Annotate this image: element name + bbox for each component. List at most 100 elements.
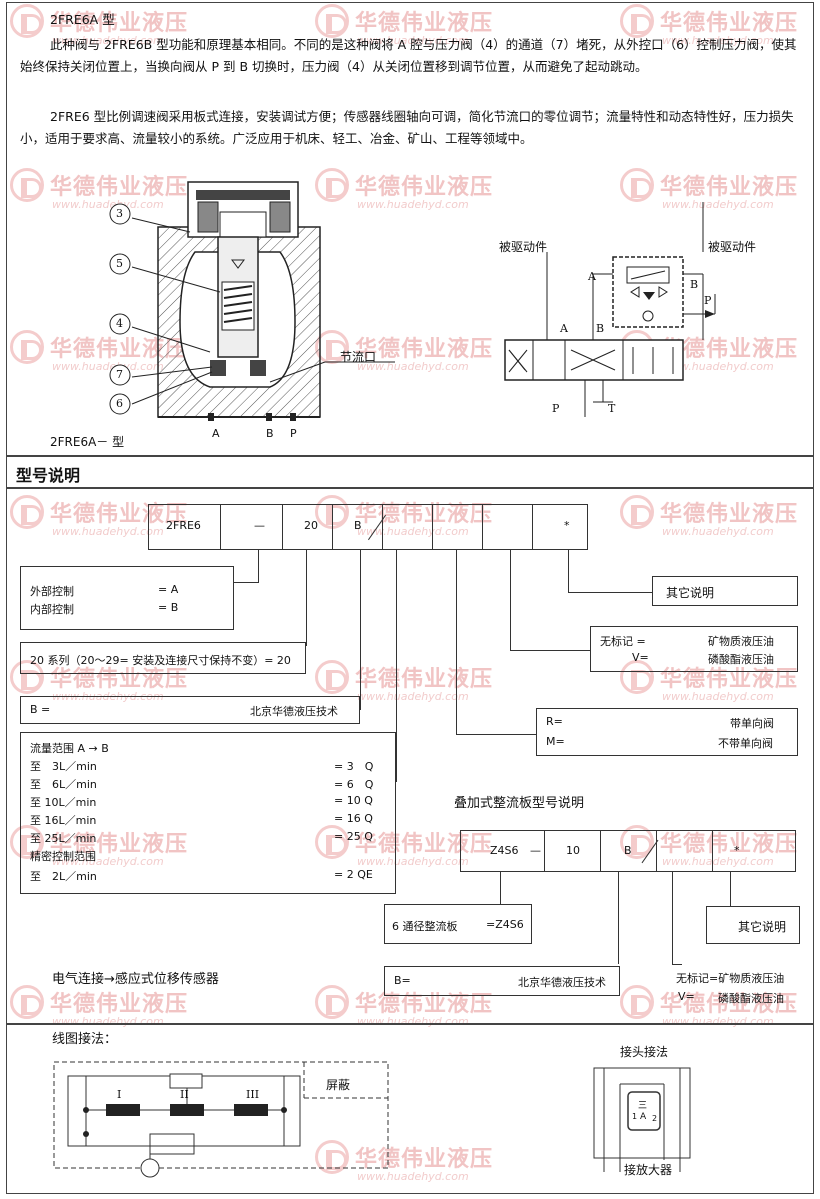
port-b-label: B — [266, 427, 274, 440]
flow-row-2-label: 至 6L／min — [30, 778, 97, 791]
control-external-code: = A — [158, 583, 179, 596]
model-code-dash: — — [254, 519, 265, 532]
driven-right-label: 被驱动件 — [708, 240, 757, 254]
flow-row-1-code: = 3 Q — [334, 760, 374, 773]
control-box — [20, 566, 234, 630]
model-code-other: * — [564, 519, 570, 532]
plate-size-code: =Z4S6 — [486, 918, 524, 931]
connector-title: 接头接法 — [620, 1045, 669, 1059]
model-section-header: 型号说明 — [16, 466, 81, 485]
plate-other-box — [706, 906, 800, 944]
plate-brand-name: 北京华德液压技术 — [518, 976, 606, 989]
other-text: 其它说明 — [666, 586, 715, 600]
plate-code-size: 10 — [566, 844, 580, 857]
wiring-coil-2: II — [180, 1088, 189, 1101]
control-external-label: 外部控制 — [30, 585, 74, 598]
control-internal-code: = B — [158, 601, 179, 614]
wiring-coil-1: I — [117, 1088, 122, 1101]
callout-6: 6 — [116, 397, 123, 410]
intro-frame — [6, 2, 814, 456]
symbol-port-p-top: P — [704, 294, 712, 307]
flow-box — [20, 732, 396, 894]
amplifier-label: 接放大器 — [622, 1160, 675, 1180]
flow-row-1-label: 至 3L／min — [30, 760, 97, 773]
model-header-frame — [6, 456, 814, 488]
driven-left-label: 被驱动件 — [499, 240, 548, 254]
flow-row-4-code: = 16 Q — [334, 812, 373, 825]
wiring-title: 线图接法： — [52, 1032, 118, 1047]
model-frame — [6, 488, 814, 1024]
flow-precise-title: 精密控制范围 — [30, 850, 96, 863]
drawing-caption: 2FRE6A－ 型 — [50, 435, 125, 449]
callout-4: 4 — [116, 317, 123, 330]
callout-7: 7 — [116, 368, 123, 381]
fluid-v-key: V= — [632, 651, 649, 664]
flow-row-5-label: 至 25L／min — [30, 832, 97, 845]
symbol-port-b-valve: B — [596, 322, 605, 335]
series-box — [20, 642, 306, 674]
flow-row-3-code: = 10 Q — [334, 794, 373, 807]
flow-precise-label: 至 2L／min — [30, 870, 97, 883]
plate-code-brand: B — [624, 844, 632, 857]
plate-code-other: * — [734, 844, 740, 857]
brand-name: 北京华德液压技术 — [250, 705, 338, 718]
throttle-label: 节流口 — [340, 350, 377, 364]
flow-row-4-label: 至 16L／min — [30, 814, 97, 827]
electric-connection-label: 电气连接→感应式位移传感器 — [52, 972, 219, 987]
connector-diagram — [593, 1067, 691, 1172]
plate-size-box — [384, 904, 532, 944]
connector-pin-1: 1 — [632, 1112, 638, 1121]
model-code-series: 20 — [304, 519, 318, 532]
callout-5: 5 — [116, 257, 123, 270]
check-r-key: R= — [546, 715, 563, 728]
fluid-none-val: 矿物质液压油 — [708, 635, 774, 648]
port-p-label: P — [290, 427, 297, 440]
check-r-val: 带单向阀 — [730, 717, 774, 730]
symbol-port-t-bottom: T — [608, 402, 616, 415]
fluid-v-val: 磷酸酯液压油 — [708, 653, 774, 666]
check-box — [536, 708, 798, 756]
plate-brand-code: B= — [394, 974, 411, 987]
flow-row-2-code: = 6 Q — [334, 778, 374, 791]
symbol-port-a-top: A — [588, 270, 596, 283]
flow-precise-code: = 2 QE — [334, 868, 373, 881]
callout-3: 3 — [116, 207, 123, 220]
plate-code-bar — [460, 830, 796, 872]
wiring-diagram — [53, 1061, 389, 1178]
model-code-base: 2FRE6 — [166, 519, 201, 532]
other-box — [652, 576, 798, 606]
plate-code-dash: — — [530, 844, 541, 857]
intro-title: 2FRE6A 型 — [50, 12, 115, 27]
plate-brand-box — [384, 966, 620, 996]
plate-title: 叠加式整流板型号说明 — [454, 796, 585, 811]
flow-row-5-code: = 25 Q — [334, 830, 373, 843]
connector-pin-a: A — [640, 1112, 647, 1122]
series-text: 20 系列（20～29= 安装及连接尺寸保持不变）= 20 — [30, 654, 291, 667]
valve-section-drawing — [109, 181, 395, 421]
plate-fluid-1: 无标记=矿物质液压油 — [676, 972, 785, 985]
flow-row-3-label: 至 10L／min — [30, 796, 97, 809]
brand-box — [20, 696, 360, 724]
plate-fluid-2-val: 磷酸酯液压油 — [718, 992, 784, 1005]
plate-fluid-2-key: V= — [678, 990, 695, 1003]
symbol-port-p-bottom: P — [552, 402, 560, 415]
plate-size-label: 6 通径整流板 — [392, 920, 458, 933]
connector-pin-ground: 三 — [638, 1101, 648, 1111]
model-code-bar — [148, 504, 588, 550]
fluid-none-key: 无标记 = — [600, 635, 646, 648]
port-a-label: A — [212, 427, 220, 440]
plate-other-text: 其它说明 — [738, 920, 787, 934]
wiring-frame — [6, 1024, 814, 1194]
plate-code-base: Z4S6 — [490, 844, 519, 857]
intro-para1: 此种阀与 2FRE6B 型功能和原理基本相同。不同的是这种阀将 A 腔与压力阀（… — [20, 37, 797, 74]
wiring-coil-3: III — [246, 1088, 260, 1101]
symbol-port-b-top: B — [690, 278, 699, 291]
symbol-port-a-valve: A — [560, 322, 568, 335]
fluid-box — [590, 626, 798, 672]
brand-code: B = — [30, 703, 51, 716]
model-code-brand: B — [354, 519, 362, 532]
control-internal-label: 内部控制 — [30, 603, 74, 616]
hydraulic-symbol — [504, 202, 716, 417]
check-m-val: 不带单向阀 — [718, 737, 773, 750]
flow-title: 流量范围 A → B — [30, 742, 109, 755]
